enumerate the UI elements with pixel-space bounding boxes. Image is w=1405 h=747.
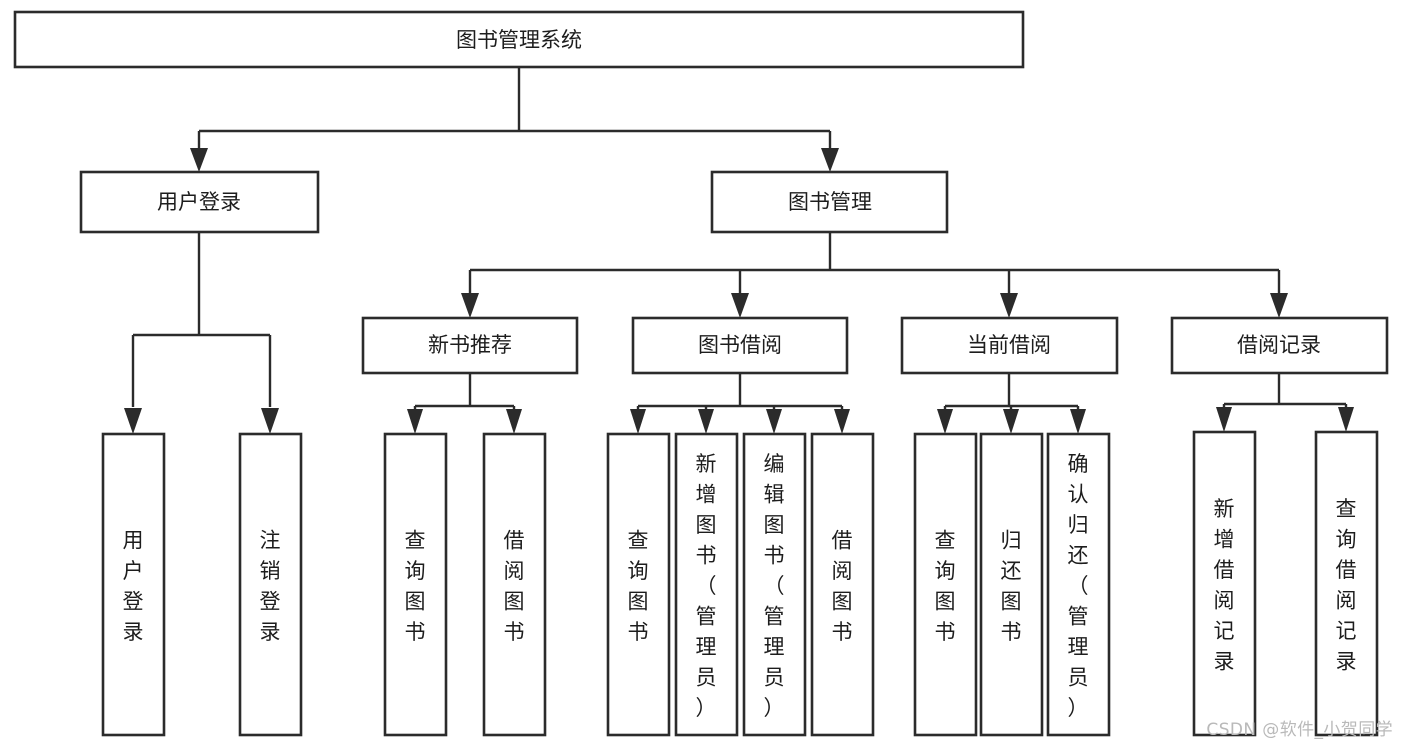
leaf-user-login-login-box[interactable] [101,432,166,737]
leaf-current-confirm-return[interactable]: 确认归还（管理员） [1046,432,1111,737]
arrow-to-borrow-book [731,293,749,318]
node-borrow-record-box[interactable] [1170,316,1389,375]
node-book-manage-label: 图书管理 [788,190,872,214]
node-current-borrow[interactable]: 当前借阅 [900,316,1119,375]
arrow-to-user-login [190,148,208,172]
leaf-current-query-book-box[interactable] [913,432,978,737]
leaf-record-query-record[interactable]: 查询借阅记录 [1314,430,1379,737]
leaf-record-add-record[interactable]: 新增借阅记录 [1192,430,1257,737]
arrow-to-current-borrow [1000,293,1018,318]
leaf-record-add-record-box[interactable] [1192,430,1257,737]
leaf-new-book-query-label: 查询图书 [405,528,426,644]
leaf-user-login-logout[interactable]: 注销登录 [238,432,303,737]
node-current-borrow-box[interactable] [900,316,1119,375]
node-book-borrow[interactable]: 图书借阅 [631,316,849,375]
arrow-new-book-leaf-1 [407,409,423,434]
leaf-borrow-query-book[interactable]: 查询图书 [606,432,671,737]
leaf-current-return-book-label: 归还图书 [1001,528,1022,644]
leaf-record-query-record-label: 查询借阅记录 [1336,497,1357,674]
leaf-borrow-add-book-box[interactable] [674,432,739,737]
leaf-borrow-edit-book-box[interactable] [742,432,807,737]
node-borrow-record[interactable]: 借阅记录 [1170,316,1389,375]
arrow-to-new-book [461,293,479,318]
leaf-new-book-query-box[interactable] [383,432,448,737]
leaf-borrow-borrow-book-box[interactable] [810,432,875,737]
node-current-borrow-label: 当前借阅 [967,333,1051,357]
leaf-user-login-logout-box[interactable] [238,432,303,737]
node-root-system[interactable]: 图书管理系统 [13,10,1025,69]
leaf-new-book-borrow[interactable]: 借阅图书 [482,432,547,737]
node-user-login-box[interactable] [79,170,320,234]
arrow-user-login-leaf-1 [124,408,142,434]
arrow-current-borrow-leaf-2 [1003,409,1019,434]
node-root-system-label: 图书管理系统 [456,28,582,52]
arrow-current-borrow-leaf-1 [937,409,953,434]
node-root-system-box[interactable] [13,10,1025,69]
arrow-borrow-record-leaf-1 [1216,407,1232,432]
arrowheads-group [124,148,1354,434]
leaf-user-login-logout-label: 注销登录 [260,528,281,644]
node-borrow-record-label: 借阅记录 [1237,333,1321,357]
leaf-borrow-query-book-label: 查询图书 [628,528,649,644]
arrow-borrow-book-leaf-2 [698,409,714,434]
leaf-current-query-book-label: 查询图书 [935,528,956,644]
leaf-new-book-query[interactable]: 查询图书 [383,432,448,737]
leaf-borrow-query-book-box[interactable] [606,432,671,737]
watermark-text: CSDN @软件_小贺同学 [1206,720,1393,740]
node-new-book-recommend-label: 新书推荐 [428,333,512,357]
node-book-manage-box[interactable] [710,170,949,234]
node-user-login-label: 用户登录 [157,190,241,214]
leaf-borrow-borrow-book-label: 借阅图书 [832,528,853,644]
leaf-current-return-book-box[interactable] [979,432,1044,737]
arrow-borrow-book-leaf-1 [630,409,646,434]
node-user-login[interactable]: 用户登录 [79,170,320,234]
node-book-borrow-label: 图书借阅 [698,333,782,357]
arrow-current-borrow-leaf-3 [1070,409,1086,434]
leaf-user-login-login-label: 用户登录 [123,528,144,644]
node-new-book-recommend-box[interactable] [361,316,579,375]
leaf-current-query-book[interactable]: 查询图书 [913,432,978,737]
leaf-new-book-borrow-box[interactable] [482,432,547,737]
leaf-borrow-add-book-label: 新增图书（管理员） [696,452,717,720]
arrow-borrow-book-leaf-4 [834,409,850,434]
node-new-book-recommend[interactable]: 新书推荐 [361,316,579,375]
leaf-borrow-borrow-book[interactable]: 借阅图书 [810,432,875,737]
arrow-to-borrow-record [1270,293,1288,318]
leaf-borrow-edit-book-label: 编辑图书（管理员） [764,452,785,720]
arrow-borrow-record-leaf-2 [1338,407,1354,432]
leaf-current-confirm-return-label: 确认归还（管理员） [1068,452,1089,720]
arrow-to-book-manage [821,148,839,172]
leaf-borrow-edit-book[interactable]: 编辑图书（管理员） [742,432,807,737]
node-book-manage[interactable]: 图书管理 [710,170,949,234]
leaf-record-add-record-label: 新增借阅记录 [1214,497,1235,674]
leaf-new-book-borrow-label: 借阅图书 [504,528,525,644]
leaf-current-confirm-return-box[interactable] [1046,432,1111,737]
arrow-borrow-book-leaf-3 [766,409,782,434]
leaf-current-return-book[interactable]: 归还图书 [979,432,1044,737]
arrow-user-login-leaf-2 [261,408,279,434]
arrow-new-book-leaf-2 [506,409,522,434]
leaf-borrow-add-book[interactable]: 新增图书（管理员） [674,432,739,737]
node-book-borrow-box[interactable] [631,316,849,375]
leaf-user-login-login[interactable]: 用户登录 [101,432,166,737]
leaf-record-query-record-box[interactable] [1314,430,1379,737]
